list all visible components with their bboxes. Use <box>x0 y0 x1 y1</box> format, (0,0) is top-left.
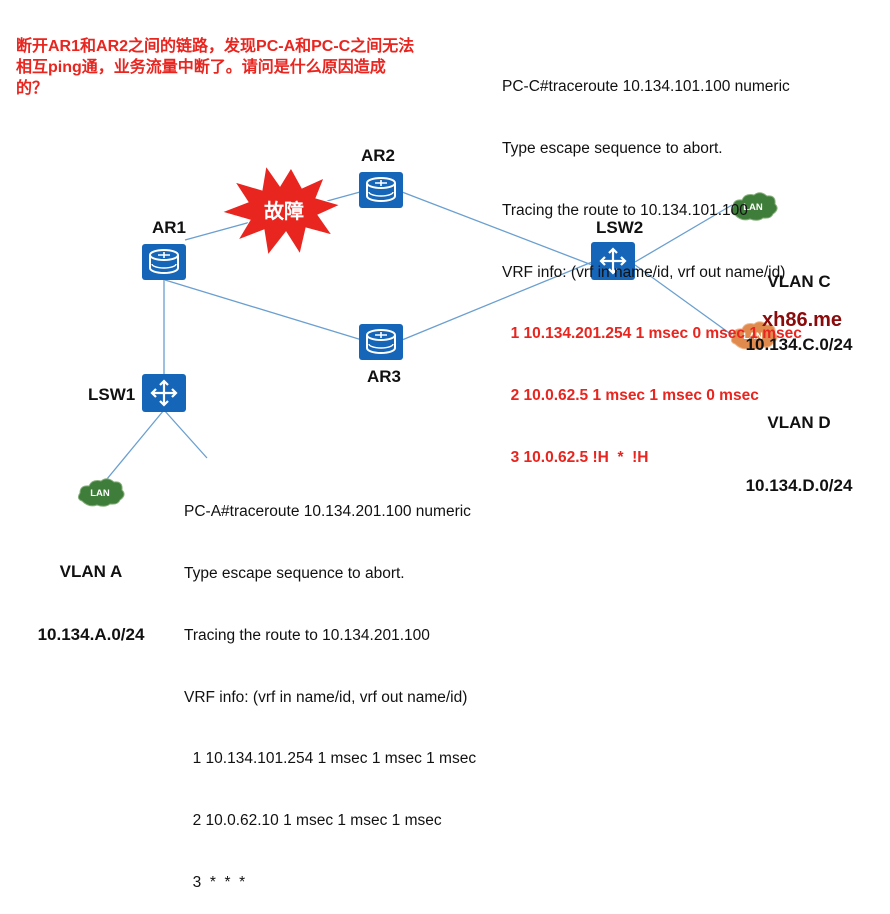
lsw1-label: LSW1 <box>88 385 136 404</box>
links <box>101 191 733 486</box>
vlan-a-subnet: 10.134.A.0/24 <box>37 625 145 644</box>
vlan-d-block: VLAN D 10.134.D.0/24 <box>738 370 860 517</box>
pc-a-trace-line: 1 10.134.101.254 1 msec 1 msec 1 msec <box>184 750 477 768</box>
pc-a-trace-line: 3 * * * <box>184 873 246 891</box>
lan-d-cloud-icon: LAN <box>730 321 778 350</box>
lsw2-label: LSW2 <box>596 218 644 237</box>
pc-c-trace-line: Type escape sequence to abort. <box>502 139 723 157</box>
link-lsw2-vland <box>634 264 733 336</box>
link-ar3-lsw2 <box>401 261 593 341</box>
lsw2-switch-icon[interactable] <box>591 242 635 280</box>
pc-c-trace-line: VRF info: (vrf in name/id, vrf out name/… <box>502 263 786 281</box>
pc-a-trace-line: Type escape sequence to abort. <box>184 564 405 582</box>
pc-c-traceroute: PC-C#traceroute 10.134.101.100 numeric T… <box>502 36 802 489</box>
lan-a-label: LAN <box>90 488 110 499</box>
fault-label: 故障 <box>264 199 304 223</box>
vlan-d-name: VLAN D <box>767 413 831 432</box>
link-ar1-ar3 <box>164 279 363 341</box>
ar2-label: AR2 <box>361 146 396 165</box>
vlan-c-name: VLAN C <box>767 272 831 291</box>
pc-c-trace-line: PC-C#traceroute 10.134.101.100 numeric <box>502 78 790 96</box>
question-text: 断开AR1和AR2之间的链路，发现PC-A和PC-C之间无法相互ping通，业务… <box>16 38 415 97</box>
watermark: xh86.me <box>762 309 843 331</box>
pc-a-trace-line: 2 10.0.62.10 1 msec 1 msec 1 msec <box>184 812 442 830</box>
lan-a-cloud-icon: LAN <box>77 478 125 507</box>
fault-burst: 故障 <box>220 164 342 257</box>
pc-c-trace-hop: 2 10.0.62.5 1 msec 1 msec 0 msec <box>502 387 759 405</box>
lan-c-cloud-icon: LAN <box>730 192 778 221</box>
pc-c-trace-hop: 3 10.0.62.5 !H * !H <box>502 448 649 466</box>
link-lsw1-vlana <box>101 409 165 486</box>
lsw1-switch-icon[interactable] <box>142 374 186 412</box>
ar1-label: AR1 <box>152 218 187 237</box>
vlan-a-name: VLAN A <box>59 562 123 581</box>
ar3-router-icon[interactable] <box>359 324 403 360</box>
pc-a-trace-line: Tracing the route to 10.134.201.100 <box>184 626 430 644</box>
pc-c-trace-hop: 1 10.134.201.254 1 msec 0 msec 1 msec <box>502 325 802 343</box>
link-lsw2-vlanc <box>634 204 733 263</box>
lan-d-label: LAN <box>743 331 763 342</box>
lan-c-label: LAN <box>743 202 763 213</box>
pc-c-trace-line: Tracing the route to 10.134.101.100 <box>502 201 748 219</box>
pc-a-traceroute: PC-A#traceroute 10.134.201.100 numeric T… <box>184 461 476 914</box>
ar1-router-icon[interactable] <box>142 244 186 280</box>
pc-a-trace-line: PC-A#traceroute 10.134.201.100 numeric <box>184 503 471 521</box>
ar3-label: AR3 <box>367 367 402 386</box>
link-lsw1-pca <box>163 409 208 459</box>
network-topology-diagram: 故障 <box>77 164 778 507</box>
ar2-router-icon[interactable] <box>359 172 403 208</box>
vlan-d-subnet: 10.134.D.0/24 <box>745 476 853 495</box>
vlan-c-subnet: 10.134.C.0/24 <box>745 335 853 354</box>
pc-a-trace-line: VRF info: (vrf in name/id, vrf out name/… <box>184 688 468 706</box>
vlan-a-block: VLAN A 10.134.A.0/24 <box>30 519 152 666</box>
vlan-c-block: VLAN C 10.134.C.0/24 <box>738 229 860 376</box>
link-ar2-lsw2 <box>401 191 593 266</box>
